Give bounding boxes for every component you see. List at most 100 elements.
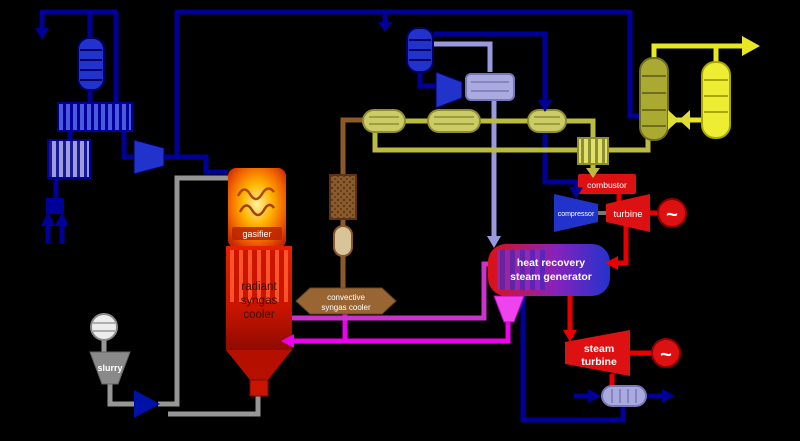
slag-outlet bbox=[249, 379, 269, 397]
pipe-oxygen-to-gasifier bbox=[164, 154, 228, 175]
pipes-water-magenta bbox=[292, 261, 511, 344]
pipe-absorber-overhead bbox=[434, 31, 548, 100]
arrow-into-compressor bbox=[569, 187, 583, 199]
arrow-syngas-into-combustor bbox=[586, 168, 600, 178]
slurry-funnel-body bbox=[89, 351, 131, 385]
exchanger-b-tubes bbox=[434, 116, 474, 125]
mill-lines bbox=[93, 322, 115, 332]
convective-cooler-body bbox=[295, 287, 397, 315]
gasifier-vessel: gasifier bbox=[228, 168, 286, 248]
pipe-absorber-to-expander bbox=[417, 70, 436, 89]
convective-cooler-label-1: convective bbox=[327, 293, 365, 302]
yellow-column-body bbox=[701, 61, 731, 139]
gasifier-label: gasifier bbox=[242, 229, 271, 239]
arrow-steam-into-hrsg bbox=[487, 236, 501, 248]
olive-column-body bbox=[639, 57, 669, 141]
hrsg-drain-funnel bbox=[493, 295, 525, 323]
generator-gas-turbine: ~ bbox=[657, 198, 687, 228]
gas-turbine-compressor: compressor bbox=[554, 194, 598, 232]
flow-arrowheads bbox=[35, 22, 760, 403]
air-separation-column bbox=[47, 139, 91, 179]
arrow-product-out bbox=[742, 36, 760, 56]
arrow-air-inlet-2 bbox=[55, 212, 69, 226]
gas-turbine-body bbox=[606, 194, 650, 232]
exchanger-a-tubes bbox=[369, 116, 399, 125]
radiant-cooler-tube-bank bbox=[230, 250, 288, 302]
absorber-drum-top bbox=[406, 27, 434, 73]
separator-pot bbox=[333, 225, 353, 257]
pipes-slurry-gray bbox=[101, 175, 261, 417]
radiant-cooler-label-1: radiant bbox=[241, 281, 277, 293]
pipes-steam-periwinkle bbox=[434, 41, 497, 236]
exchanger-a-body bbox=[362, 109, 406, 133]
flame-squiggle-2 bbox=[238, 203, 276, 217]
hrsg-unit: heat recovery steam generator bbox=[488, 244, 610, 296]
slurry-label: slurry bbox=[97, 363, 122, 373]
pipe-sulfur-overhead bbox=[651, 43, 742, 58]
condenser-unit bbox=[601, 385, 647, 407]
arrow-into-condenser bbox=[588, 389, 601, 403]
arrow-down-topleft bbox=[35, 28, 49, 40]
yellow-column-trays bbox=[704, 79, 728, 113]
blower-fan bbox=[133, 139, 165, 175]
pipe-syngas-main bbox=[372, 132, 651, 153]
heat-exchanger-a bbox=[362, 109, 406, 133]
gasifier-label-strip bbox=[232, 227, 282, 240]
arrow-water-into-radiant-cooler bbox=[281, 334, 294, 348]
radiant-cooler-label-3: cooler bbox=[243, 309, 274, 321]
steam-drum-lines bbox=[471, 81, 509, 92]
generator-steam-body bbox=[651, 338, 681, 368]
condenser-tubes bbox=[611, 389, 637, 403]
pipe-scrubber-overhead bbox=[340, 117, 365, 175]
sulfur-column-yellow bbox=[701, 61, 731, 139]
compressor-body bbox=[554, 194, 598, 232]
hrsg-tube-bank bbox=[497, 250, 545, 290]
convective-syngas-cooler-banner: convective syngas cooler bbox=[295, 287, 397, 315]
scrubber-vessel bbox=[329, 174, 357, 220]
olive-column-trays bbox=[642, 75, 666, 127]
generator-gas-symbol: ~ bbox=[666, 204, 678, 226]
exchanger-c-body bbox=[527, 109, 567, 133]
convective-cooler-label-2: syngas cooler bbox=[321, 303, 371, 312]
valve-bowtie-left bbox=[668, 110, 679, 130]
pipe-steam-to-hrsg-side bbox=[292, 261, 488, 321]
arrow-steam-into-turbine bbox=[563, 330, 577, 342]
absorber-column-olive bbox=[639, 57, 669, 141]
heat-exchanger-b bbox=[427, 109, 481, 133]
gas-turbine-label: turbine bbox=[613, 209, 642, 220]
pipe-to-compressor bbox=[542, 132, 579, 188]
radiant-syngas-cooler-vessel: radiant syngas cooler bbox=[226, 246, 292, 397]
arrow-into-exchanger-c bbox=[538, 100, 552, 112]
drum-left-body bbox=[77, 37, 105, 91]
expander bbox=[435, 71, 463, 109]
condenser-body bbox=[601, 385, 647, 407]
gas-turbine: turbine bbox=[606, 194, 650, 232]
pipes-steam-red bbox=[567, 194, 658, 388]
flame-squiggle-1 bbox=[236, 187, 275, 201]
pipe-condensate-return bbox=[520, 296, 626, 423]
arrow-air-inlet-1 bbox=[41, 212, 55, 226]
pipe-slag-out bbox=[168, 396, 261, 417]
hrsg-label-2: steam generator bbox=[510, 271, 592, 283]
absorber-drum-fins bbox=[409, 39, 431, 61]
pipe-exchanger-c-to-filter bbox=[566, 118, 596, 138]
generator-gas-body bbox=[657, 198, 687, 228]
arrow-exhaust-into-hrsg bbox=[605, 256, 618, 270]
generator-steam-symbol: ~ bbox=[660, 344, 672, 366]
slurry-pump bbox=[134, 390, 160, 418]
combustor-unit: combustor bbox=[578, 174, 636, 194]
air-inlet-box bbox=[46, 198, 64, 214]
arrow-into-absorber bbox=[378, 22, 392, 32]
exchanger-c-tubes bbox=[534, 116, 560, 125]
pipe-steam-drum-feed bbox=[434, 41, 493, 72]
radiant-cooler-funnel bbox=[226, 350, 292, 380]
steam-turbine-unit: steam turbine bbox=[565, 330, 630, 376]
grinding-mill bbox=[90, 313, 118, 341]
combustor-label: combustor bbox=[587, 180, 627, 190]
drum-left-fins bbox=[80, 49, 102, 81]
hrsg-label-1: heat recovery bbox=[517, 257, 585, 269]
steam-turbine-body bbox=[565, 330, 630, 376]
generator-steam-turbine: ~ bbox=[651, 338, 681, 368]
